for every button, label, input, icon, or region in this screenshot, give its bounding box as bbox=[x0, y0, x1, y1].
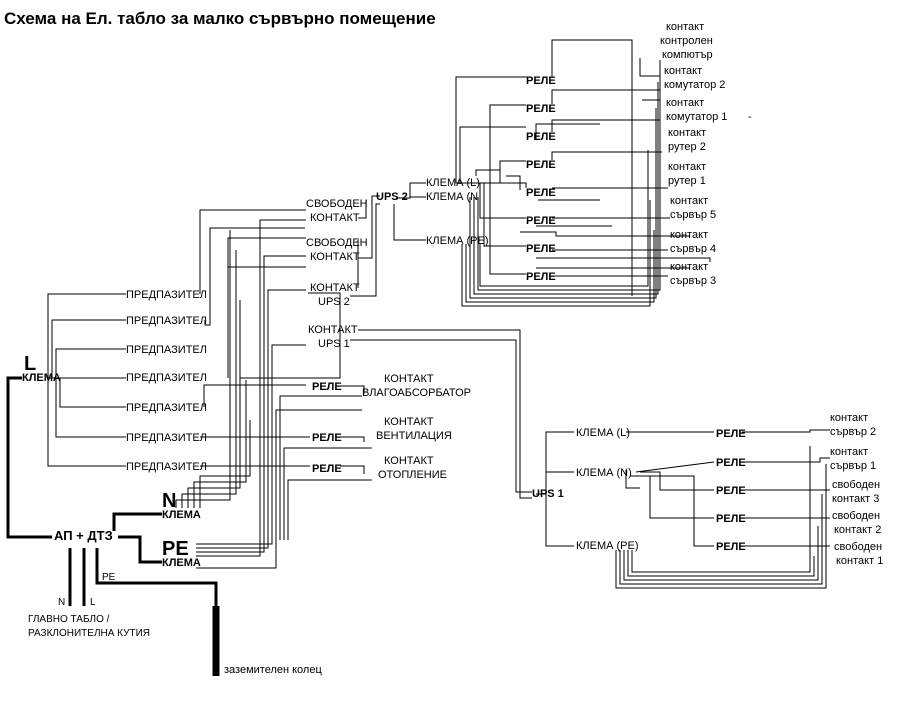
ups2-relay-7: РЕЛЕ bbox=[526, 243, 556, 255]
ups2-out-8a: контакт bbox=[670, 261, 708, 273]
relay-heating: РЕЛЕ bbox=[312, 463, 342, 475]
ups2-out-2b: комутатор 2 bbox=[664, 79, 725, 91]
ups1-out-5b: контакт 1 bbox=[836, 555, 883, 567]
output-socket-3: КОНТАКТ bbox=[310, 282, 360, 294]
ups1-relay-5: РЕЛЕ bbox=[716, 541, 746, 553]
ups2-relay-2: РЕЛЕ bbox=[526, 103, 556, 115]
output-free-1: СВОБОДЕН bbox=[306, 198, 368, 210]
klema-N: КЛЕМА bbox=[162, 509, 201, 521]
ups2-out-8b: сървър 3 bbox=[670, 275, 716, 287]
ups2-out-6a: контакт bbox=[670, 195, 708, 207]
ups1-label: UPS 1 bbox=[532, 488, 564, 500]
klema-L: КЛЕМА bbox=[22, 372, 61, 384]
ups1-out-5a: свободен bbox=[834, 541, 882, 553]
socket-ventilation: КОНТАКТ bbox=[384, 416, 434, 428]
ups2-klema-l: КЛЕМА (L) bbox=[426, 177, 480, 189]
klema-PE: КЛЕМА bbox=[162, 557, 201, 569]
fuse-7: ПРЕДПАЗИТЕЛ bbox=[126, 461, 207, 473]
fuse-4: ПРЕДПАЗИТЕЛ bbox=[126, 372, 207, 384]
ups2-relay-1: РЕЛЕ bbox=[526, 75, 556, 87]
relay-ventilation: РЕЛЕ bbox=[312, 432, 342, 444]
ups2-relay-6: РЕЛЕ bbox=[526, 215, 556, 227]
ups1-out-4a: свободен bbox=[832, 510, 880, 522]
main-panel-wiring bbox=[6, 195, 532, 676]
ups2-relay-3: РЕЛЕ bbox=[526, 131, 556, 143]
ups1-out-3a: свободен bbox=[832, 479, 880, 491]
ups2-wiring bbox=[393, 39, 711, 307]
output-ups2: UPS 2 bbox=[318, 296, 350, 308]
ups2-label: UPS 2 bbox=[376, 191, 408, 203]
ups2-out-1b: контролен bbox=[660, 35, 713, 47]
ups2-relay-4: РЕЛЕ bbox=[526, 159, 556, 171]
ups1-klema-pe: КЛЕМА (PE) bbox=[576, 540, 639, 552]
ups2-klema-pe: КЛЕМА (PE) bbox=[426, 235, 489, 247]
output-socket-4: КОНТАКТ bbox=[308, 324, 358, 336]
ups1-klema-n: КЛЕМА (N) bbox=[576, 467, 632, 479]
ups1-out-1a: контакт bbox=[830, 412, 868, 424]
ups1-out-2a: контакт bbox=[830, 446, 868, 458]
ups1-wiring bbox=[536, 429, 830, 589]
output-ups1: UPS 1 bbox=[318, 338, 350, 350]
output-socket-1: КОНТАКТ bbox=[310, 212, 360, 224]
fuse-1: ПРЕДПАЗИТЕЛ bbox=[126, 289, 207, 301]
ups2-dash: - bbox=[748, 111, 752, 123]
fuse-3: ПРЕДПАЗИТЕЛ bbox=[126, 344, 207, 356]
socket-heating: КОНТАКТ bbox=[384, 455, 434, 467]
ups1-out-3b: контакт 3 bbox=[832, 493, 879, 505]
ups2-out-2a: контакт bbox=[664, 65, 702, 77]
label-N: N bbox=[162, 490, 176, 512]
source-line-1: ГЛАВНО ТАБЛО / bbox=[28, 614, 110, 625]
ups2-out-1c: компютър bbox=[662, 49, 713, 61]
load-dehumidifier: ВЛАГОАБСОРБАТОР bbox=[362, 387, 471, 399]
ups1-relay-3: РЕЛЕ bbox=[716, 485, 746, 497]
ups2-out-6b: сървър 5 bbox=[670, 209, 716, 221]
ups2-out-5b: рутер 1 bbox=[668, 175, 706, 187]
output-free-2: СВОБОДЕН bbox=[306, 237, 368, 249]
ups1-relay-1: РЕЛЕ bbox=[716, 428, 746, 440]
ups2-out-7a: контакт bbox=[670, 229, 708, 241]
feed-N: N bbox=[58, 597, 65, 608]
relay-dehumidifier: РЕЛЕ bbox=[312, 381, 342, 393]
breaker-ap-dtz: АП + ДТЗ bbox=[54, 528, 113, 543]
source-line-2: РАЗКЛОНИТЕЛНА КУТИЯ bbox=[28, 628, 150, 639]
fuse-5: ПРЕДПАЗИТЕЛ bbox=[126, 402, 207, 414]
ups2-out-1a: контакт bbox=[666, 21, 704, 33]
ups1-out-4b: контакт 2 bbox=[834, 524, 881, 536]
ups1-relay-4: РЕЛЕ bbox=[716, 513, 746, 525]
ups2-out-4b: рутер 2 bbox=[668, 141, 706, 153]
ups2-out-3a: контакт bbox=[666, 97, 704, 109]
ups1-out-1b: сървър 2 bbox=[830, 426, 876, 438]
main-panel-labels: L КЛЕМА N КЛЕМА PE КЛЕМА АП + ДТЗ ПРЕДПА… bbox=[22, 198, 471, 676]
fuse-2: ПРЕДПАЗИТЕЛ bbox=[126, 315, 207, 327]
feed-L: L bbox=[90, 597, 96, 608]
ups2-klema-n: КЛЕМА (N bbox=[426, 191, 478, 203]
ups1-out-2b: сървър 1 bbox=[830, 460, 876, 472]
load-heating: ОТОПЛЕНИЕ bbox=[378, 469, 447, 481]
ground-ring: заземителен колец bbox=[224, 664, 322, 676]
ups2-relay-5: РЕЛЕ bbox=[526, 187, 556, 199]
feed-PE: PE bbox=[102, 572, 116, 583]
output-socket-2: КОНТАКТ bbox=[310, 251, 360, 263]
fuse-6: ПРЕДПАЗИТЕЛ bbox=[126, 432, 207, 444]
label-PE: PE bbox=[162, 538, 189, 560]
ups2-out-5a: контакт bbox=[668, 161, 706, 173]
ups1-relay-2: РЕЛЕ bbox=[716, 457, 746, 469]
ups2-out-4a: контакт bbox=[668, 127, 706, 139]
ups1-klema-l: КЛЕМА (L) bbox=[576, 427, 630, 439]
socket-dehumidifier: КОНТАКТ bbox=[384, 373, 434, 385]
ups2-out-7b: сървър 4 bbox=[670, 243, 716, 255]
label-L: L bbox=[24, 353, 36, 375]
ups2-out-3b: комутатор 1 bbox=[666, 111, 727, 123]
ups2-labels: UPS 2 КЛЕМА (L) КЛЕМА (N КЛЕМА (PE) РЕЛЕ… bbox=[376, 21, 752, 287]
ups2-relay-8: РЕЛЕ bbox=[526, 271, 556, 283]
ups1-labels: UPS 1 КЛЕМА (L) КЛЕМА (N) КЛЕМА (PE) РЕЛ… bbox=[532, 412, 883, 567]
diagram-title: Схема на Ел. табло за малко сървърно пом… bbox=[4, 9, 436, 28]
load-ventilation: ВЕНТИЛАЦИЯ bbox=[376, 430, 452, 442]
